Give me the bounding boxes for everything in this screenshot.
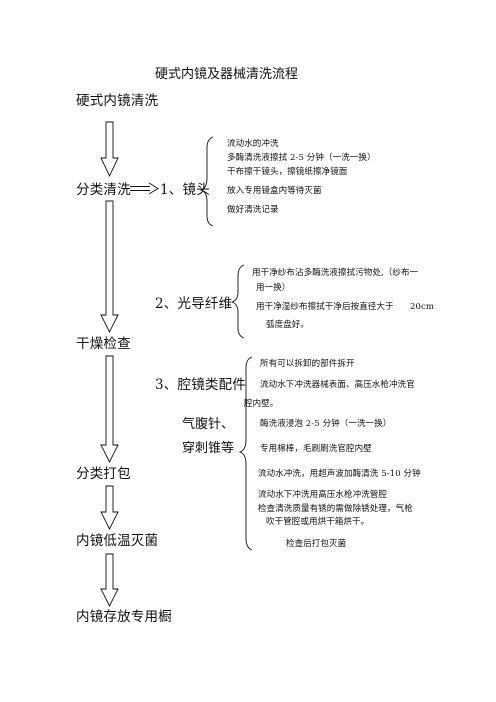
brace-lumen bbox=[238, 356, 253, 551]
brace-light-guide bbox=[230, 264, 245, 339]
note-scope-3: 干布擦干镜头，擦镜纸擦净镜面 bbox=[227, 167, 348, 177]
note-lumen-4: 酶洗液浸泡 2-5 分钟（一洗一换） bbox=[260, 419, 392, 429]
down-arrow-1 bbox=[100, 121, 119, 178]
note-lumen-6: 流动水冲洗，用超声波加酶清洗 5-10 分钟 bbox=[258, 469, 421, 479]
step-storage: 内镜存放专用橱 bbox=[76, 609, 172, 625]
note-lumen-3: 腔内壁。 bbox=[244, 399, 279, 409]
category-trocar: 穿刺锥等 bbox=[182, 441, 235, 456]
note-lumen-8: 检查清洗质量有锈的需做除锈处理，气枪 bbox=[258, 504, 413, 514]
note-scope-5: 做好清洗记录 bbox=[227, 205, 279, 215]
down-arrow-5 bbox=[100, 553, 119, 608]
category-scope: 1、镜头 bbox=[160, 182, 210, 198]
down-arrow-3 bbox=[100, 355, 119, 464]
down-arrow-2 bbox=[100, 200, 119, 334]
category-light-guide: 2、光导纤维 bbox=[155, 296, 233, 312]
page-title: 硬式内镜及器械清洗流程 bbox=[155, 67, 299, 82]
category-lumen-accessories: 3、腔镜类配件 bbox=[155, 377, 246, 393]
note-light-guide-3: 用干净湿纱布擦拭干净后按直径大于 bbox=[256, 302, 394, 312]
note-lumen-7: 流动水下冲洗用高压水枪冲洗管腔 bbox=[258, 490, 388, 500]
note-light-guide-5: 弧度盘好。 bbox=[266, 320, 310, 330]
category-pneumo-needle: 气腹针、 bbox=[182, 417, 235, 432]
note-light-guide-4: 20cm bbox=[410, 302, 435, 312]
step-low-temp-sterilize: 内镜低温灭菌 bbox=[76, 533, 159, 549]
note-lumen-1: 所有可以拆卸的部件拆开 bbox=[260, 359, 355, 369]
note-light-guide-2: 用一换） bbox=[256, 283, 291, 293]
right-arrow-head bbox=[148, 182, 159, 195]
note-lumen-9: 吹干管腔或用烘干箱烘干。 bbox=[266, 517, 370, 527]
note-scope-2: 多酶清洗液擦拭 2-5 分钟（一洗一换） bbox=[227, 153, 376, 163]
step-classify-pack: 分类打包 bbox=[76, 466, 131, 482]
note-lumen-5: 专用棉棒，毛刷刷洗官腔内壁 bbox=[260, 444, 372, 454]
step-classify-clean: 分类清洗 bbox=[76, 182, 131, 198]
down-arrow-4 bbox=[100, 485, 119, 531]
step-dry-check: 干燥检查 bbox=[76, 336, 131, 352]
note-scope-4: 放入专用镜盒内等待灭菌 bbox=[227, 186, 322, 196]
brace-scope bbox=[199, 136, 214, 227]
step-hard-scope-cleaning: 硬式内镜清洗 bbox=[76, 93, 159, 109]
note-lumen-10: 检查后打包灭菌 bbox=[286, 539, 347, 549]
note-light-guide-1: 用干净纱布沾多酶洗液擦拭污物处,（纱布一 bbox=[252, 268, 419, 278]
note-lumen-2: 流动水下冲洗器械表面、高压水枪冲洗官 bbox=[260, 380, 415, 390]
note-scope-1: 流动水的冲洗 bbox=[227, 139, 279, 149]
